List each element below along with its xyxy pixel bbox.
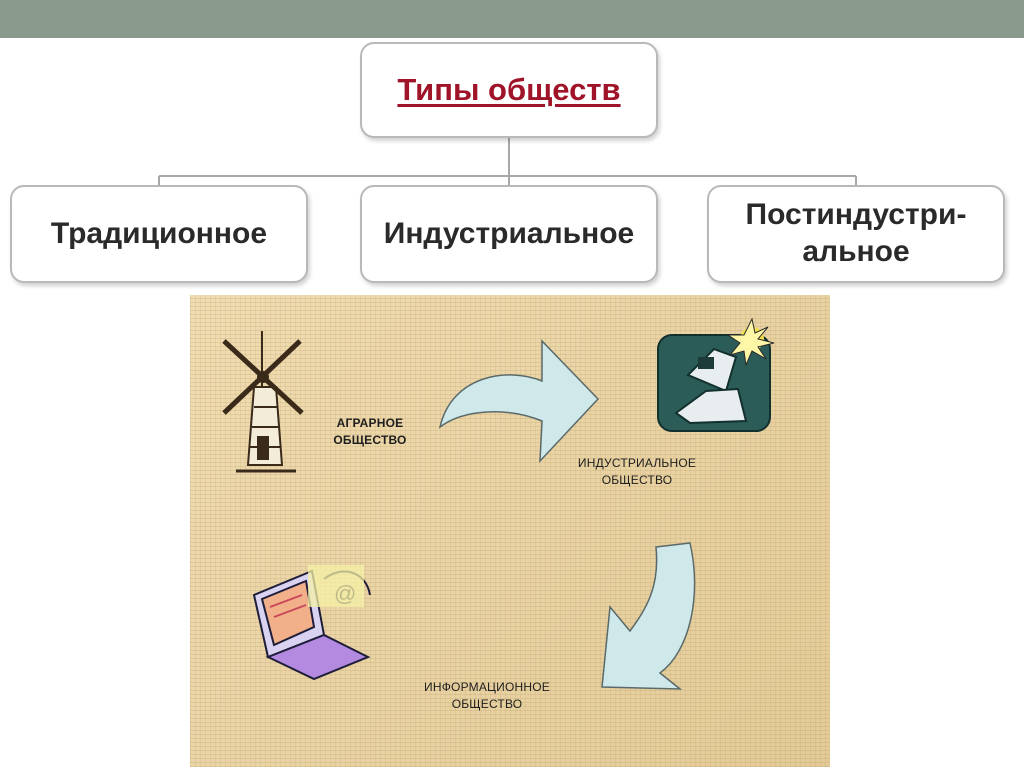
arrow-top (440, 341, 598, 461)
node-traditional: Традиционное (10, 185, 308, 283)
windmill-icon (224, 331, 302, 471)
root-node-label: Типы обществ (397, 72, 620, 108)
node-postindustrial-label: Постиндустри- альное (746, 197, 967, 270)
node-industrial: Индустриальное (360, 185, 658, 283)
node-industrial-label: Индустриальное (384, 216, 635, 253)
laptop-icon: @ (254, 565, 370, 679)
node-postindustrial: Постиндустри- альное (707, 185, 1005, 283)
node-traditional-label: Традиционное (51, 216, 267, 253)
welder-icon (658, 319, 774, 431)
arrow-right (602, 543, 695, 689)
label-information-society: ИНФОРМАЦИОННОЕ ОБЩЕСТВО (402, 679, 572, 714)
society-stages-panel: @ АГРАРНОЕ ОБЩЕСТВО ИНДУСТРИАЛЬНОЕ ОБЩЕС… (190, 295, 830, 767)
label-industrial-society: ИНДУСТРИАЛЬНОЕ ОБЩЕСТВО (562, 455, 712, 490)
root-node-society-types: Типы обществ (360, 42, 658, 138)
label-agrarian-society: АГРАРНОЕ ОБЩЕСТВО (310, 415, 430, 450)
